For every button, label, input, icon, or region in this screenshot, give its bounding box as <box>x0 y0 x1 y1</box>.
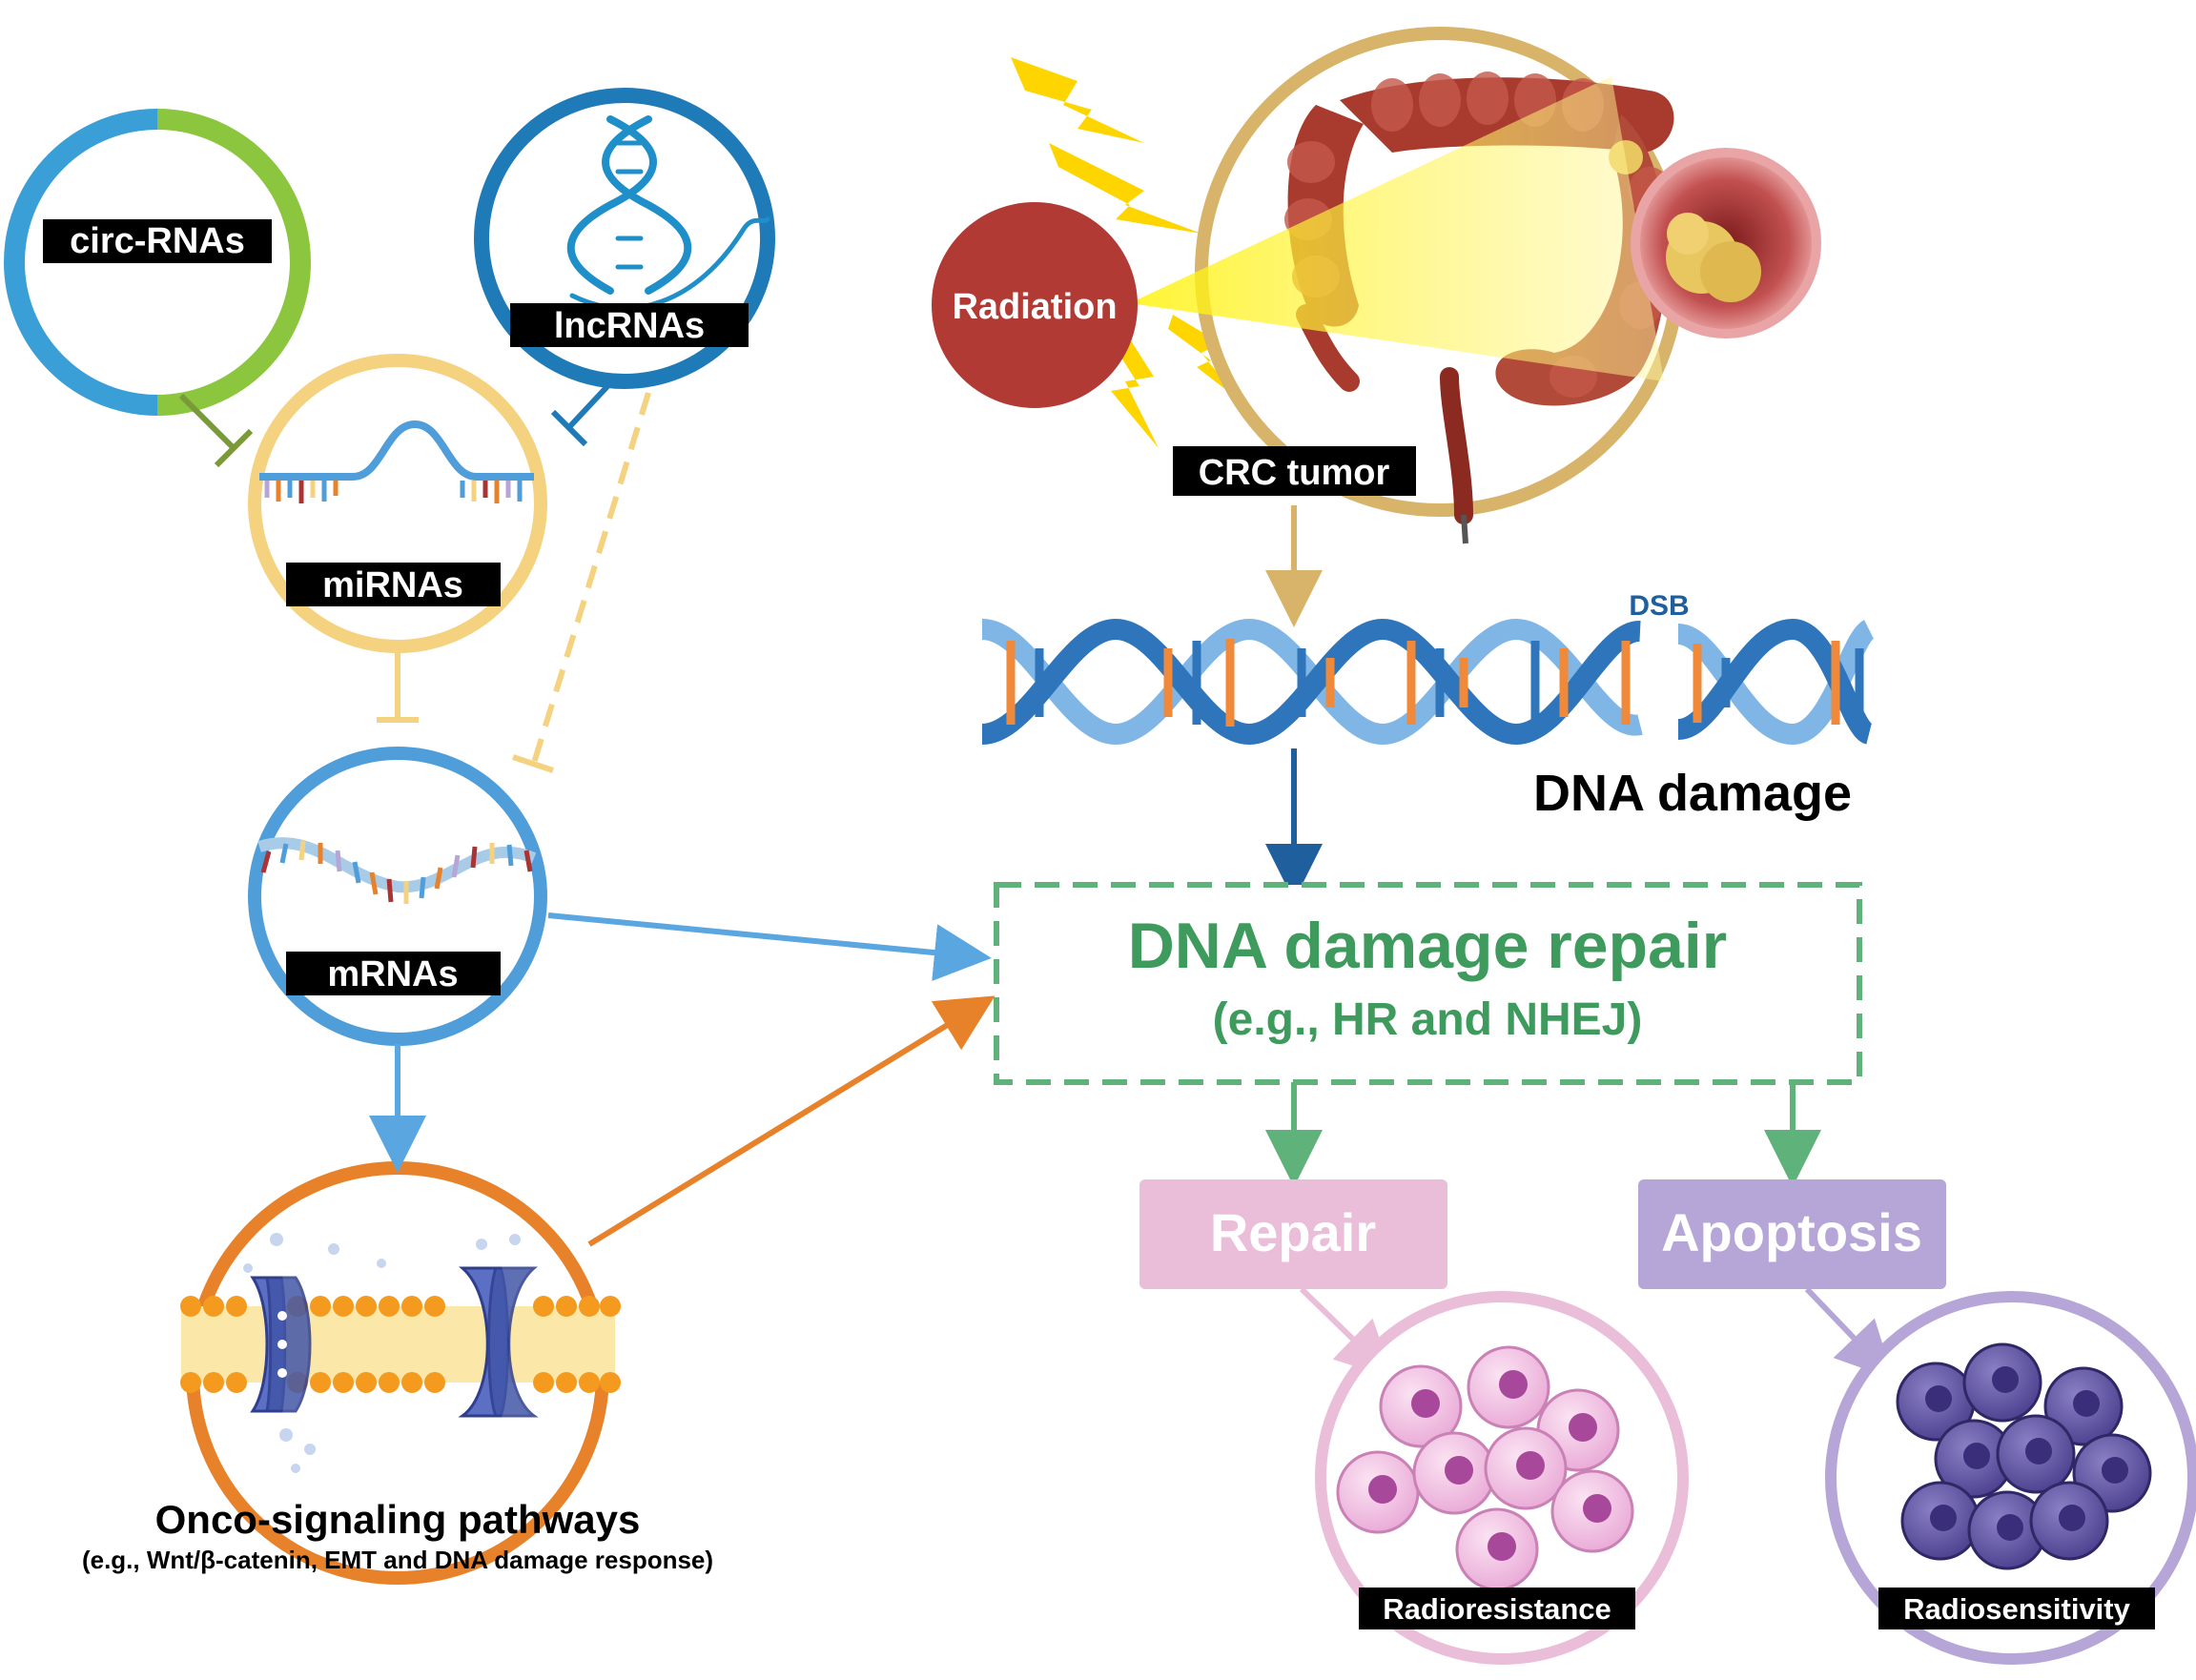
mi-rna-node: miRNAs <box>248 354 547 653</box>
radioresistance-label: Radioresistance <box>1383 1592 1611 1626</box>
lnc-rna-node: lncRNAs <box>474 88 775 389</box>
colon-cross-section-icon <box>1631 148 1821 338</box>
onco-signaling-subtitle: (e.g., Wnt/β-catenin, EMT and DNA damage… <box>82 1546 713 1574</box>
circ-rna-label-bar <box>43 219 272 263</box>
circ-rna-node: circ-RNAs <box>4 109 311 416</box>
arrow-onco-to-repair <box>587 995 995 1247</box>
crc-tumor-label-bar <box>1173 446 1416 496</box>
apoptosis-label: Apoptosis <box>1661 1202 1922 1262</box>
purple-cells-icon <box>1896 1342 2152 1570</box>
arrow-apoptosis-to-radiosensitivity <box>1804 1286 1894 1380</box>
crc-tumor-label: CRC tumor <box>1199 453 1390 493</box>
dna-double-helix-icon <box>980 618 1876 746</box>
mirna-hairpin-icon <box>259 420 534 503</box>
ion-channel-left-icon <box>250 1276 312 1413</box>
inhibit-lnc-to-m-dashed <box>512 392 651 773</box>
circ-rna-label: circ-RNAs <box>70 221 245 261</box>
repair-outcome-box: Repair <box>1139 1179 1447 1289</box>
lnc-rna-label: lncRNAs <box>554 306 705 346</box>
radiation-source: Radiation <box>932 202 1138 408</box>
dna-damage-repair-subtitle: (e.g., HR and NHEJ) <box>1213 994 1643 1045</box>
cell-membrane-icon <box>180 1233 621 1473</box>
mi-rna-label-bar <box>286 563 501 606</box>
mrna-strand-icon <box>257 837 537 904</box>
inhibit-lnc-to-mi <box>550 380 613 447</box>
dna-damage-repair-box: DNA damage repair (e.g., HR and NHEJ) <box>994 882 1862 1085</box>
arrow-repair-to-radioresistance <box>1299 1286 1394 1379</box>
radiation-label: Radiation <box>952 287 1117 327</box>
repair-label: Repair <box>1210 1202 1376 1262</box>
ion-channel-right-icon <box>458 1266 539 1418</box>
onco-signaling-title: Onco-signaling pathways <box>155 1497 641 1542</box>
radiosensitivity-label: Radiosensitivity <box>1903 1592 2130 1626</box>
radioresistance-node: Radioresistance <box>1315 1291 1689 1665</box>
inhibit-circ-to-mi <box>178 393 254 468</box>
dna-damage-repair-title: DNA damage repair <box>1128 910 1728 982</box>
onco-signaling-node: Onco-signaling pathways (e.g., Wnt/β-cat… <box>82 1161 713 1585</box>
radiation-beam <box>1130 76 1664 381</box>
dna-damage-label: DNA damage <box>1533 765 1852 822</box>
mi-rna-label: miRNAs <box>322 565 463 605</box>
arrow-m-to-repair <box>547 912 992 981</box>
dsb-label: DSB <box>1629 590 1689 622</box>
m-rna-node: mRNAs <box>248 747 547 1046</box>
radioresistance-label-bar <box>1359 1588 1635 1629</box>
radiosensitivity-node: Radiosensitivity <box>1825 1291 2196 1665</box>
m-rna-label: mRNAs <box>327 954 458 994</box>
m-rna-label-bar <box>286 952 501 995</box>
lnc-rna-label-bar <box>510 303 749 347</box>
inhibit-mi-to-m <box>377 650 419 723</box>
apoptosis-outcome-box: Apoptosis <box>1638 1179 1946 1289</box>
pink-cells-icon <box>1336 1345 1634 1591</box>
dna-helix-icon <box>566 115 770 311</box>
radiosensitivity-label-bar <box>1878 1588 2155 1629</box>
